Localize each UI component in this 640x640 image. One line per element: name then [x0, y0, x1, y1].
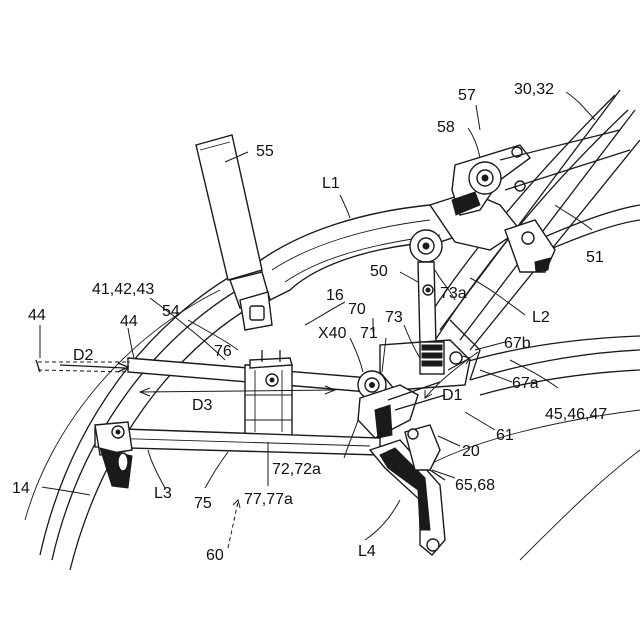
- label-71: 71: [360, 325, 378, 342]
- label-44-upper: 44: [28, 307, 46, 324]
- label-45-46-47: 45,46,47: [545, 406, 607, 423]
- label-44-lower: 44: [120, 313, 138, 330]
- label-D2: D2: [73, 347, 94, 364]
- label-58: 58: [437, 119, 455, 136]
- label-76: 76: [214, 343, 232, 360]
- label-L2: L2: [532, 309, 550, 326]
- label-75: 75: [194, 495, 212, 512]
- label-70: 70: [348, 301, 366, 318]
- label-57: 57: [458, 87, 476, 104]
- headrest-55: [196, 135, 272, 330]
- label-D1: D1: [442, 387, 463, 404]
- handle-L4: [370, 425, 445, 555]
- label-16: 16: [326, 287, 344, 304]
- label-14: 14: [12, 480, 30, 497]
- bracket-77: [245, 350, 292, 440]
- label-L3: L3: [154, 485, 172, 502]
- label-L1: L1: [322, 175, 340, 192]
- label-20: 20: [462, 443, 480, 460]
- lower-link-L3: [95, 422, 380, 488]
- label-65-68: 65,68: [455, 477, 495, 494]
- label-61: 61: [496, 427, 514, 444]
- label-X40: X40: [318, 325, 347, 342]
- label-67a: 67a: [512, 375, 539, 392]
- label-51: 51: [586, 249, 604, 266]
- label-D3: D3: [192, 397, 213, 414]
- label-73: 73: [385, 309, 403, 326]
- label-72-72a: 72,72a: [272, 461, 321, 478]
- label-60: 60: [206, 547, 224, 564]
- label-77-77a: 77,77a: [244, 491, 293, 508]
- strut-L2: [410, 230, 442, 345]
- label-55: 55: [256, 143, 274, 160]
- label-54: 54: [162, 303, 180, 320]
- label-L4: L4: [358, 543, 376, 560]
- label-30-32: 30,32: [514, 81, 554, 98]
- label-73a: 73a: [440, 285, 467, 302]
- label-67b: 67b: [504, 335, 531, 352]
- label-50: 50: [370, 263, 388, 280]
- label-41-42-43: 41,42,43: [92, 281, 154, 298]
